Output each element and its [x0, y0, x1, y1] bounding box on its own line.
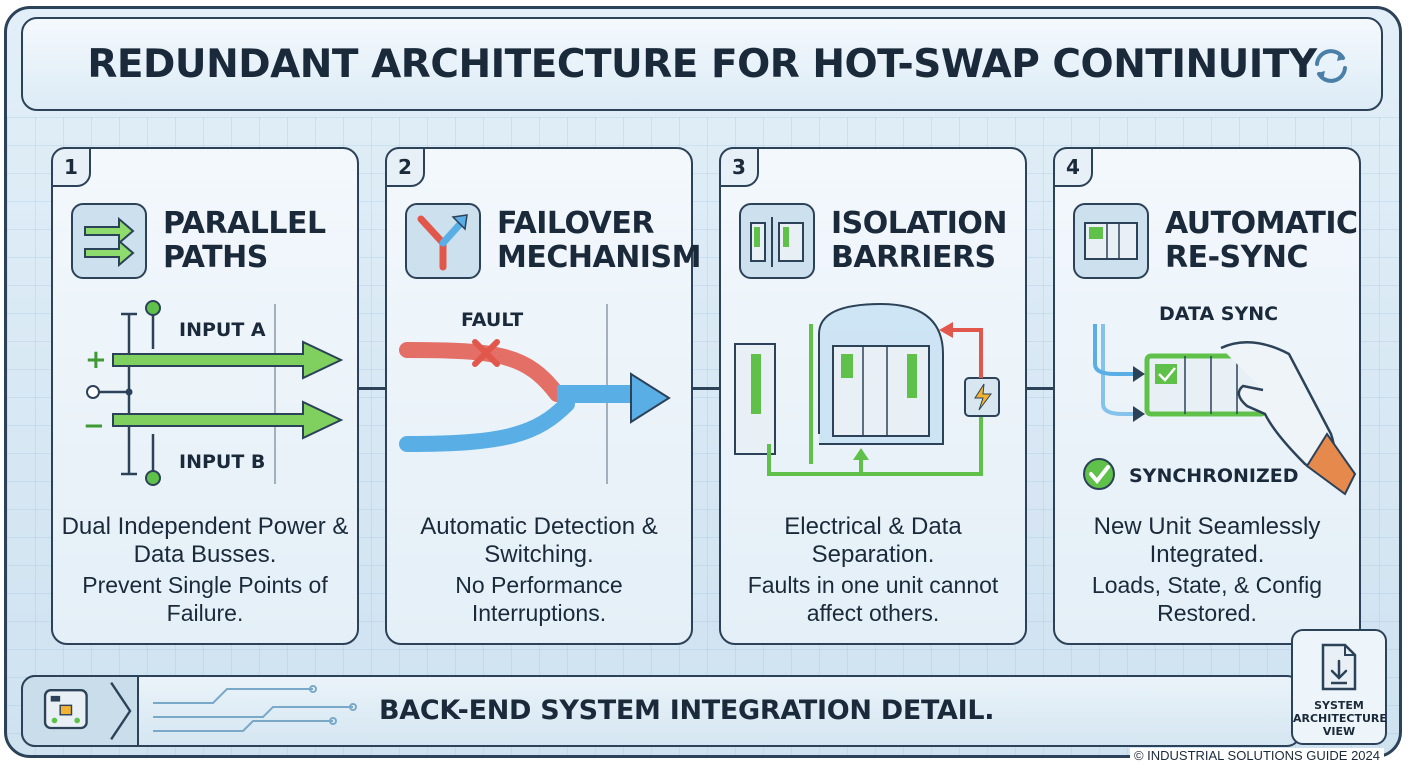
data-sync-label: DATA SYNC	[1159, 303, 1278, 325]
heading-line: FAILOVER	[497, 206, 655, 241]
heading-line: ISOLATION	[831, 206, 1008, 241]
card-automatic-resync: 4 AUTOMATIC RE-SYNC	[1053, 147, 1361, 645]
card-connector	[359, 387, 389, 390]
synchronized-label: SYNCHRONIZED	[1129, 465, 1298, 487]
resync-illustration: DATA SYNC SYNCHRONIZED	[1083, 303, 1357, 496]
description-primary: Electrical & Data Separation.	[784, 513, 962, 568]
isolated-modules-icon	[739, 203, 815, 279]
page-title: REDUNDANT ARCHITECTURE FOR HOT-SWAP CONT…	[87, 41, 1317, 87]
description-primary: Automatic Detection & Switching.	[420, 513, 658, 568]
circuit-traces	[153, 685, 357, 732]
card-failover-mechanism: 2 FAILOVER MECHANISM FAULT Automatic Det…	[385, 147, 701, 645]
card-heading: AUTOMATIC RE-SYNC	[1165, 206, 1358, 275]
input-b-label: INPUT B	[179, 451, 265, 473]
card-isolation-barriers: 3 ISOLATION BARRIERS	[719, 147, 1027, 645]
fork-arrow-icon	[405, 203, 481, 279]
heading-line: RE-SYNC	[1165, 240, 1309, 275]
failover-illustration: FAULT	[399, 304, 671, 484]
step-number: 4	[1053, 147, 1093, 187]
card-description: Automatic Detection & Switching. No Perf…	[395, 513, 683, 627]
description-secondary: Faults in one unit cannot affect others.	[747, 572, 999, 626]
refresh-cycle-icon	[1315, 49, 1347, 83]
document-download-icon	[1321, 643, 1357, 691]
parallel-arrows-icon	[71, 203, 147, 279]
card-heading: ISOLATION BARRIERS	[831, 207, 1023, 275]
card-connector	[1027, 387, 1057, 390]
step-number: 3	[719, 147, 759, 187]
module-rack-icon	[1073, 203, 1149, 279]
card-heading: PARALLEL PATHS	[163, 207, 355, 275]
card-description: Dual Independent Power & Data Busses. Pr…	[61, 513, 349, 627]
card-description: New Unit Seamlessly Integrated. Loads, S…	[1063, 513, 1351, 627]
system-architecture-view-button[interactable]: SYSTEM ARCHITECTURE VIEW	[1291, 629, 1387, 745]
heading-line: MECHANISM	[497, 240, 701, 275]
bottom-bar-text: BACK-END SYSTEM INTEGRATION DETAIL.	[379, 695, 995, 726]
heading-line: PATHS	[163, 240, 268, 275]
card-heading: FAILOVER MECHANISM	[497, 206, 701, 275]
heading-line: PARALLEL	[163, 206, 326, 241]
system-diagram-icon	[21, 675, 139, 747]
plus-symbol: +	[85, 345, 107, 375]
minus-symbol: −	[83, 411, 105, 441]
infographic-frame: REDUNDANT ARCHITECTURE FOR HOT-SWAP CONT…	[4, 6, 1402, 758]
description-secondary: No Performance Interruptions.	[455, 572, 623, 626]
fault-label: FAULT	[461, 309, 523, 331]
card-connector	[693, 387, 723, 390]
isolation-illustration	[734, 302, 1000, 476]
description-primary: Dual Independent Power & Data Busses.	[61, 513, 349, 568]
description-secondary: Prevent Single Points of Failure.	[82, 572, 328, 626]
description-secondary: Loads, State, & Config Restored.	[1091, 572, 1323, 626]
step-number: 1	[51, 147, 91, 187]
footer-copyright: © INDUSTRIAL SOLUTIONS GUIDE 2024	[1129, 748, 1384, 763]
card-description: Electrical & Data Separation. Faults in …	[729, 513, 1017, 627]
input-a-label: INPUT A	[179, 319, 266, 341]
step-number: 2	[385, 147, 425, 187]
view-box-label: SYSTEM ARCHITECTURE VIEW	[1293, 699, 1387, 738]
heading-line: BARRIERS	[831, 240, 996, 275]
parallel-paths-illustration: + − INPUT A INPUT B	[83, 300, 344, 486]
card-parallel-paths: 1 PARALLEL PATHS + − I	[51, 147, 359, 645]
title-bar: REDUNDANT ARCHITECTURE FOR HOT-SWAP CONT…	[21, 17, 1383, 111]
description-primary: New Unit Seamlessly Integrated.	[1093, 513, 1321, 568]
bottom-bar: BACK-END SYSTEM INTEGRATION DETAIL.	[21, 675, 1301, 747]
heading-line: AUTOMATIC	[1165, 206, 1358, 241]
